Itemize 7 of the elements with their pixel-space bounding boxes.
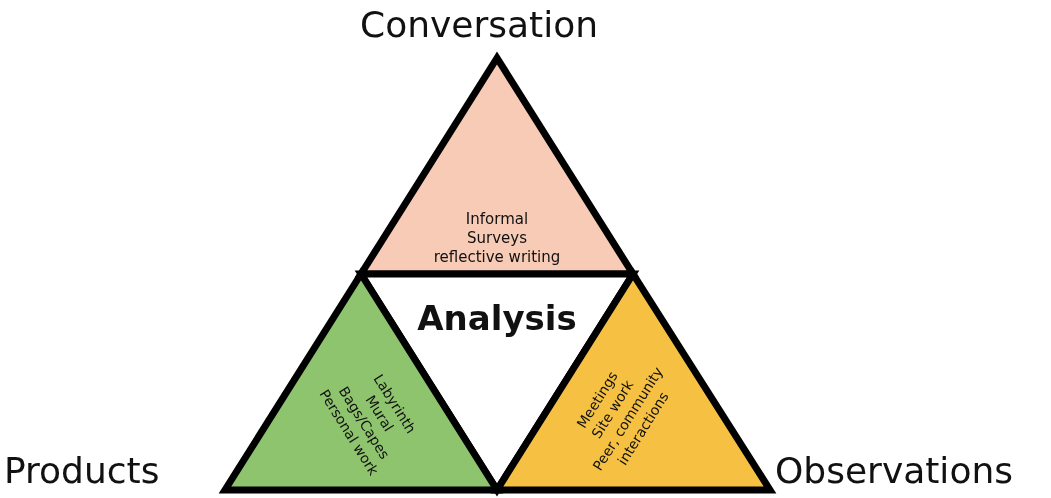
section-title: Analysis	[417, 296, 577, 340]
corner-label: Conversation	[360, 4, 598, 45]
corner-label: Products	[4, 450, 160, 491]
list-item: Informal	[465, 209, 529, 229]
list-item: Surveys	[467, 228, 527, 248]
corner-label: Observations	[775, 450, 1013, 491]
list-item: reflective writing	[433, 247, 561, 267]
